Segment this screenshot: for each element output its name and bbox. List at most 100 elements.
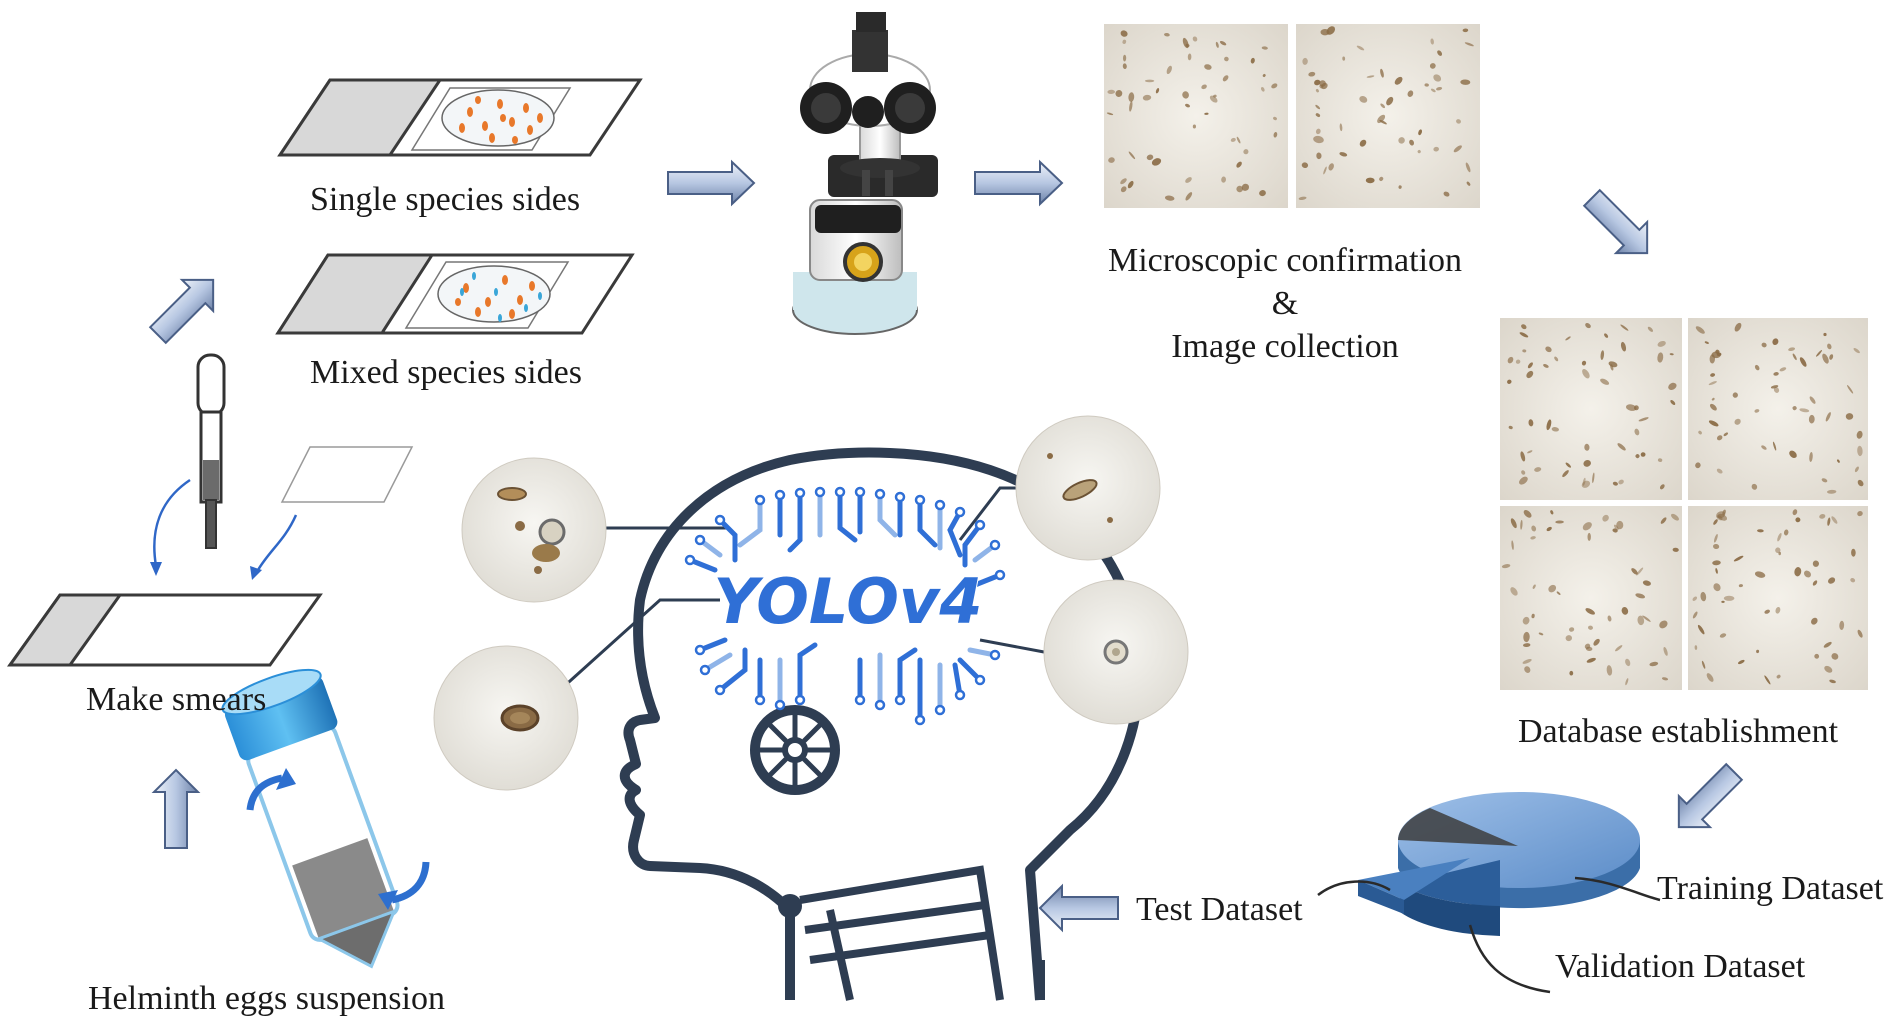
speck xyxy=(1661,677,1669,681)
speck xyxy=(1243,149,1249,155)
speck xyxy=(1546,526,1552,532)
speck xyxy=(1531,613,1535,619)
speck xyxy=(1319,80,1326,87)
speck xyxy=(1827,517,1831,526)
speck xyxy=(1436,86,1443,91)
speck xyxy=(1224,56,1229,62)
speck xyxy=(1386,96,1394,106)
speck xyxy=(1701,660,1706,669)
speck xyxy=(1764,609,1770,614)
circuit-node xyxy=(994,569,1006,581)
speck xyxy=(1635,454,1640,459)
circuit-node xyxy=(694,644,706,656)
speck xyxy=(1241,183,1250,191)
speck xyxy=(1185,192,1193,201)
speck xyxy=(1847,385,1854,394)
speck xyxy=(1521,470,1526,475)
speck xyxy=(1617,443,1626,451)
pie-test-slice xyxy=(1358,858,1470,900)
speck xyxy=(1107,89,1115,95)
circuit-node xyxy=(954,689,966,701)
speck xyxy=(1221,176,1227,183)
speck xyxy=(1236,136,1241,144)
micrograph-3 xyxy=(1500,318,1682,500)
speck xyxy=(1315,113,1321,117)
speck xyxy=(1831,516,1838,524)
speck xyxy=(1584,443,1590,451)
speck xyxy=(1380,103,1386,109)
speck xyxy=(1443,191,1450,197)
speck xyxy=(1778,551,1782,556)
speck xyxy=(1142,94,1152,101)
micrograph-collection xyxy=(1104,24,1480,208)
circuit-node xyxy=(934,499,946,511)
speck xyxy=(1507,356,1514,364)
egg-circle-3 xyxy=(1015,415,1161,561)
speck xyxy=(1433,74,1442,82)
speck xyxy=(1618,479,1624,485)
speck xyxy=(1829,354,1834,360)
speck xyxy=(1108,157,1115,163)
flow-curve-pipette xyxy=(153,478,191,567)
circuit-trace xyxy=(947,509,963,558)
speck xyxy=(1582,522,1592,531)
speck xyxy=(1732,392,1738,398)
circuit-node xyxy=(854,694,866,706)
speck xyxy=(1271,83,1278,89)
arrow-smears-to-slides xyxy=(148,278,215,345)
speck xyxy=(1437,50,1443,56)
speck xyxy=(1723,595,1735,601)
label-mixed-species: Mixed species sides xyxy=(310,354,582,391)
speck xyxy=(1809,396,1816,404)
single-species-slide xyxy=(277,78,643,157)
circuit-node xyxy=(874,488,886,500)
speck xyxy=(1581,360,1587,366)
speck xyxy=(1716,435,1723,441)
micrograph-1 xyxy=(1104,24,1288,208)
speck xyxy=(1734,322,1742,332)
speck xyxy=(1219,41,1227,46)
speck xyxy=(1585,608,1595,615)
flow-curve-coverslip xyxy=(256,514,298,571)
speck xyxy=(1236,185,1243,193)
speck xyxy=(1342,56,1346,61)
speck xyxy=(1811,617,1818,625)
circuit-node xyxy=(854,486,866,498)
speck xyxy=(1837,459,1840,463)
speck xyxy=(1706,673,1714,682)
speck xyxy=(1754,364,1760,371)
speck xyxy=(1522,616,1530,625)
speck xyxy=(1700,591,1707,602)
speck xyxy=(1456,119,1461,124)
speck xyxy=(1828,577,1836,584)
speck xyxy=(1608,361,1618,368)
speck xyxy=(1668,382,1677,390)
speck xyxy=(1831,653,1839,660)
speck xyxy=(1522,658,1532,664)
speck xyxy=(1723,432,1728,437)
speck xyxy=(1204,112,1209,115)
speck xyxy=(1856,430,1863,439)
speck xyxy=(1122,39,1127,44)
speck xyxy=(1356,45,1365,51)
speck xyxy=(1128,151,1136,160)
speck xyxy=(1799,357,1807,367)
speck xyxy=(1531,525,1537,532)
speck xyxy=(1166,65,1172,75)
label-test-dataset: Test Dataset xyxy=(1136,891,1303,928)
label-validation-dataset: Validation Dataset xyxy=(1555,948,1806,985)
speck xyxy=(1273,116,1277,121)
speck xyxy=(1379,176,1384,181)
speck xyxy=(1804,570,1811,578)
label-microscopic-3: Image collection xyxy=(1171,328,1399,365)
speck xyxy=(1670,400,1676,405)
speck xyxy=(1733,555,1744,562)
speck xyxy=(1556,591,1561,595)
speck xyxy=(1122,63,1127,69)
speck xyxy=(1634,428,1640,436)
speck xyxy=(1151,158,1162,166)
label-single-species: Single species sides xyxy=(310,181,581,218)
label-database: Database establishment xyxy=(1518,713,1839,750)
speck xyxy=(1519,332,1529,338)
